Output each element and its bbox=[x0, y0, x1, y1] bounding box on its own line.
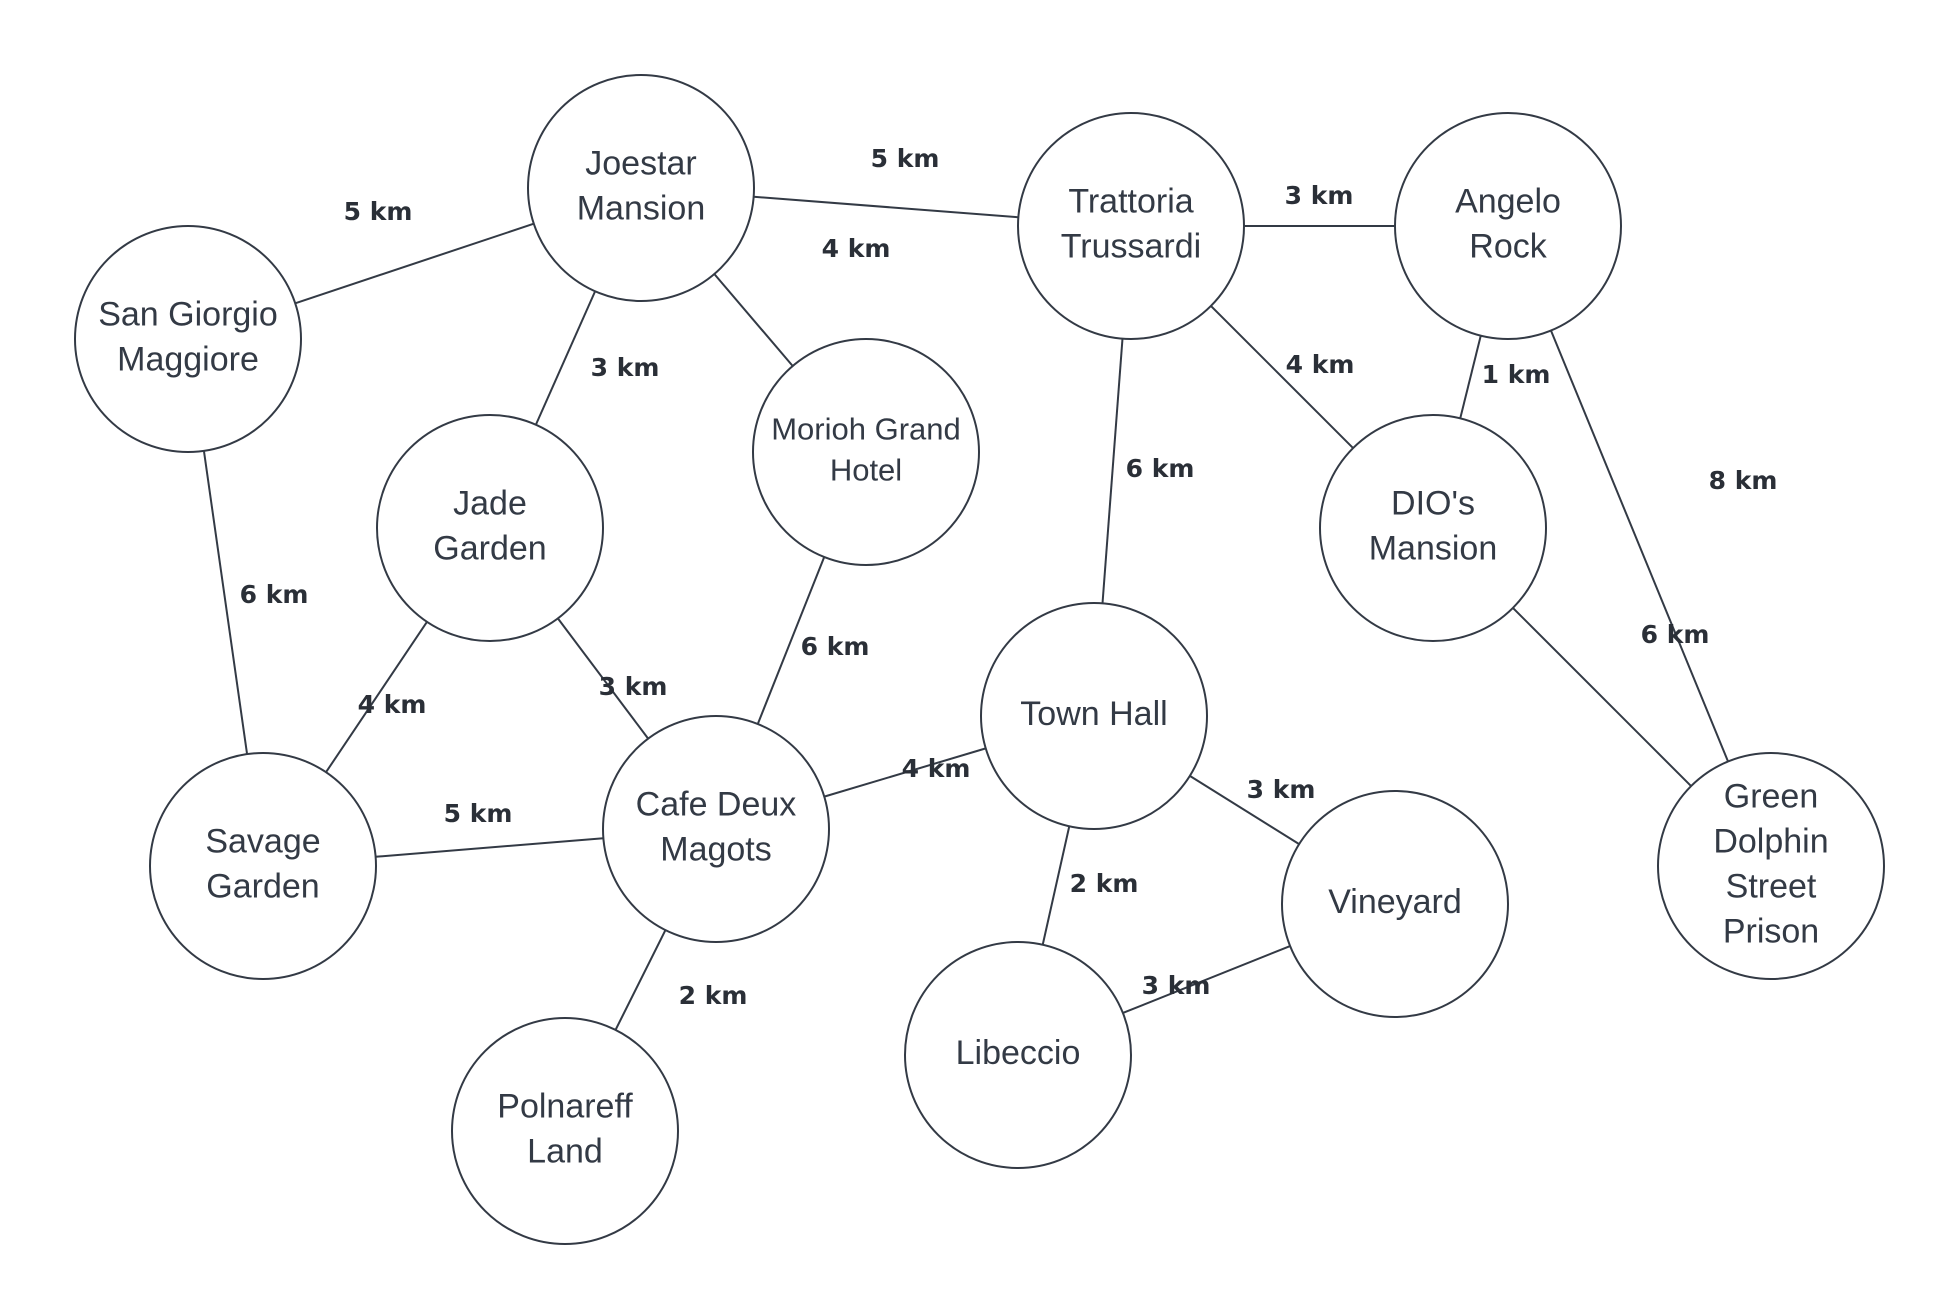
node-circle bbox=[1319, 414, 1547, 642]
edge-distance-label: 4 km bbox=[902, 754, 971, 783]
node-label: Jade bbox=[453, 484, 527, 522]
node-circle bbox=[980, 602, 1208, 830]
edge-distance-label: 3 km bbox=[1285, 181, 1354, 210]
node-label: Vineyard bbox=[1328, 883, 1462, 921]
edge-libeccio-vineyard bbox=[1122, 945, 1291, 1014]
node-label: Land bbox=[527, 1132, 603, 1170]
node-label: Morioh Grand bbox=[771, 412, 961, 447]
node-label: Libeccio bbox=[956, 1034, 1081, 1072]
node-circle bbox=[1394, 112, 1622, 340]
edge-distance-label: 5 km bbox=[871, 144, 940, 173]
node-label: Prison bbox=[1723, 912, 1819, 950]
edge-distance-label: 6 km bbox=[801, 632, 870, 661]
node-libeccio[interactable]: Libeccio bbox=[904, 941, 1132, 1169]
node-circle bbox=[451, 1017, 679, 1245]
node-circle bbox=[602, 715, 830, 943]
edge-savage-cafe bbox=[375, 837, 604, 858]
edge-distance-label: 6 km bbox=[1641, 620, 1710, 649]
edge-distance-label: 5 km bbox=[444, 799, 513, 828]
node-label: Magots bbox=[660, 830, 772, 868]
node-townhall[interactable]: Town Hall bbox=[980, 602, 1208, 830]
edge-townhall-vineyard bbox=[1189, 775, 1300, 845]
node-label: Garden bbox=[206, 867, 319, 905]
edge-trattoria-townhall bbox=[1101, 338, 1124, 604]
edge-cafe-townhall bbox=[823, 747, 987, 798]
edge-distance-label: 2 km bbox=[679, 981, 748, 1010]
edge-labels-layer: 5 km 5 km 4 km 3 km 3 km 4 km 6 km 1 km 8 km 6 km… bbox=[240, 144, 1778, 1010]
node-label: Joestar bbox=[585, 144, 697, 182]
node-circle bbox=[1281, 790, 1509, 1018]
node-circle bbox=[752, 338, 980, 566]
node-label: Street bbox=[1726, 867, 1817, 905]
edge-angelo-green bbox=[1550, 330, 1729, 762]
edge-distance-label: 3 km bbox=[599, 672, 668, 701]
node-circle bbox=[376, 414, 604, 642]
edge-distance-label: 4 km bbox=[822, 234, 891, 263]
edge-distance-label: 1 km bbox=[1482, 360, 1551, 389]
node-label: Dolphin bbox=[1713, 822, 1828, 860]
node-label: Mansion bbox=[577, 189, 706, 227]
node-label: Green bbox=[1724, 777, 1819, 815]
node-label: Hotel bbox=[830, 453, 902, 488]
node-circle bbox=[149, 752, 377, 980]
edge-joestar-trattoria bbox=[753, 195, 1019, 219]
edge-distance-label: 3 km bbox=[1247, 775, 1316, 804]
node-label: Town Hall bbox=[1020, 695, 1167, 733]
edge-distance-label: 3 km bbox=[1142, 971, 1211, 1000]
edge-distance-label: 2 km bbox=[1070, 869, 1139, 898]
edge-distance-label: 6 km bbox=[240, 580, 309, 609]
node-circle bbox=[74, 225, 302, 453]
edge-distance-label: 4 km bbox=[358, 690, 427, 719]
node-label: San Giorgio bbox=[98, 295, 278, 333]
node-label: Cafe Deux bbox=[636, 785, 797, 823]
node-label: Trattoria bbox=[1068, 182, 1193, 220]
node-circle bbox=[527, 74, 755, 302]
node-label: Savage bbox=[205, 822, 320, 860]
node-label: Angelo bbox=[1455, 182, 1561, 220]
node-label: Rock bbox=[1469, 227, 1547, 265]
node-circle bbox=[904, 941, 1132, 1169]
node-circle bbox=[1657, 752, 1885, 980]
node-label: Maggiore bbox=[117, 340, 259, 378]
edge-angelo-dio bbox=[1459, 335, 1482, 419]
edge-distance-label: 5 km bbox=[344, 197, 413, 226]
edge-dio-green bbox=[1512, 607, 1692, 787]
edge-distance-label: 6 km bbox=[1126, 454, 1195, 483]
node-vineyard[interactable]: Vineyard bbox=[1281, 790, 1509, 1018]
edge-sangiorgio-savage bbox=[202, 450, 249, 755]
edge-jade-savage bbox=[325, 621, 428, 773]
edge-morioh-cafe bbox=[756, 556, 826, 725]
edge-sangiorgio-joestar bbox=[294, 222, 535, 305]
edge-jade-cafe bbox=[557, 617, 649, 740]
edge-distance-label: 3 km bbox=[591, 353, 660, 382]
edge-distance-label: 8 km bbox=[1709, 466, 1778, 495]
node-label: DIO's bbox=[1391, 484, 1475, 522]
edge-trattoria-dio bbox=[1210, 305, 1354, 449]
node-label: Mansion bbox=[1369, 529, 1498, 567]
node-label: Trussardi bbox=[1061, 227, 1201, 265]
edge-joestar-morioh bbox=[713, 273, 794, 367]
edge-joestar-jade bbox=[534, 290, 597, 426]
edges-layer bbox=[202, 195, 1729, 1031]
edge-distance-label: 4 km bbox=[1286, 350, 1355, 379]
edge-townhall-libeccio bbox=[1041, 826, 1071, 945]
edge-cafe-polnareff bbox=[614, 929, 667, 1031]
node-label: Polnareff bbox=[497, 1087, 633, 1125]
node-circle bbox=[1017, 112, 1245, 340]
node-label: Garden bbox=[433, 529, 546, 567]
